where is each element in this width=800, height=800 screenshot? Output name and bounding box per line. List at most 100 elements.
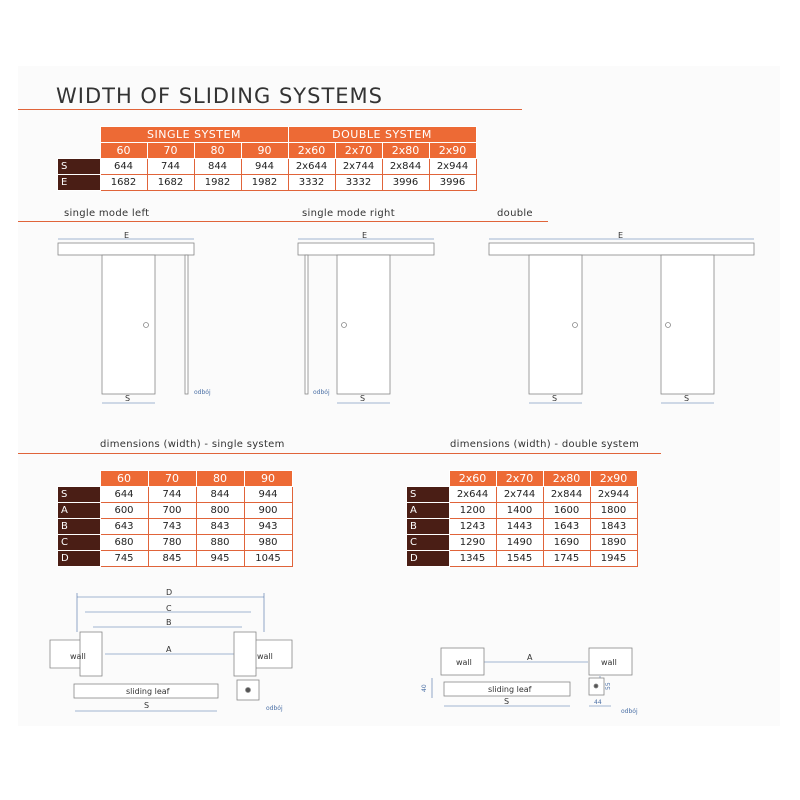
- table-cell: 3996: [381, 174, 430, 191]
- caption-single-mode-right: single mode right: [302, 208, 395, 219]
- label-sliding-leaf: sliding leaf: [488, 685, 532, 694]
- label-E: E: [124, 231, 129, 240]
- table-row: C 680 780 880 980: [57, 534, 293, 551]
- table-cell: 1745: [542, 550, 591, 567]
- row-label: E: [57, 174, 101, 191]
- label-44: 44: [594, 699, 602, 706]
- row-label: B: [57, 518, 101, 535]
- row-label: C: [406, 534, 450, 551]
- wall-right: [588, 647, 633, 676]
- table-cell: 2x944: [589, 486, 638, 503]
- table-row: S 644 744 844 944: [57, 486, 293, 503]
- double-dimensions-table: 2x60 2x70 2x80 2x90 S 2x644 2x744 2x844 …: [406, 470, 638, 567]
- table-row: B 643 743 843 943: [57, 518, 293, 535]
- title-rule: [18, 109, 522, 110]
- row-label: A: [57, 502, 101, 519]
- column-header: 2x90: [589, 470, 638, 487]
- frame-right: [233, 631, 257, 677]
- page-title: WIDTH OF SLIDING SYSTEMS: [56, 84, 383, 108]
- table-cell: 745: [99, 550, 149, 567]
- table-cell: 844: [193, 158, 242, 175]
- table-cell: 1045: [243, 550, 293, 567]
- table-cell: 2x644: [448, 486, 497, 503]
- label-S: S: [504, 697, 509, 706]
- table-cell: 1545: [495, 550, 544, 567]
- label-odboj: odbój: [194, 389, 211, 396]
- table-cell: 680: [99, 534, 149, 551]
- caption-double-dimensions: dimensions (width) - double system: [450, 439, 640, 450]
- dims-rule: [18, 453, 661, 454]
- frame-left: [79, 631, 103, 677]
- handle-icon: [143, 322, 149, 328]
- label-S: S: [684, 394, 689, 403]
- table-cell: 944: [243, 486, 293, 503]
- door-leaf-double-right: [660, 254, 715, 395]
- table-cell: 980: [243, 534, 293, 551]
- sliding-leaf-double: [443, 681, 571, 697]
- table-row: D 745 845 945 1045: [57, 550, 293, 567]
- table-cell: 1600: [542, 502, 591, 519]
- column-header: 2x70: [334, 142, 383, 159]
- table-cell: 1982: [193, 174, 242, 191]
- column-header: 80: [193, 142, 242, 159]
- column-header: 80: [195, 470, 245, 487]
- table-row: B 1243 1443 1643 1843: [406, 518, 638, 535]
- single-dimension-lines: [75, 593, 265, 712]
- stop-icon: [245, 687, 251, 693]
- row-label: D: [57, 550, 101, 567]
- table-cell: 2x744: [334, 158, 383, 175]
- row-label: B: [406, 518, 450, 535]
- label-sliding-leaf: sliding leaf: [126, 687, 170, 696]
- label-wall: wall: [257, 652, 273, 661]
- column-header: 2x90: [428, 142, 477, 159]
- label-S: S: [552, 394, 557, 403]
- label-wall: wall: [601, 658, 617, 667]
- table-cell: 1200: [448, 502, 497, 519]
- table-cell: 600: [99, 502, 149, 519]
- table-cell: 2x744: [495, 486, 544, 503]
- table-row: E 1682 1682 1982 1982 3332 3332 3996 399…: [57, 174, 477, 191]
- single-plan: [49, 631, 293, 701]
- table-cell: 843: [195, 518, 245, 535]
- rail-double: [488, 242, 755, 256]
- caption-single-mode-left: single mode left: [64, 208, 150, 219]
- table-cell: 2x844: [381, 158, 430, 175]
- label-wall: wall: [456, 658, 472, 667]
- table-cell: 1690: [542, 534, 591, 551]
- label-E: E: [362, 231, 367, 240]
- single-system-header: SINGLE SYSTEM: [99, 126, 289, 143]
- row-label: D: [406, 550, 450, 567]
- table-cell: 900: [243, 502, 293, 519]
- table-cell: 3996: [428, 174, 477, 191]
- label-A: A: [166, 645, 172, 654]
- row-label: S: [57, 486, 101, 503]
- table-cell: 1345: [448, 550, 497, 567]
- label-C: C: [166, 604, 172, 613]
- label-E: E: [618, 231, 623, 240]
- table-row: A 600 700 800 900: [57, 502, 293, 519]
- table-cell: 1945: [589, 550, 638, 567]
- table-cell: 1643: [542, 518, 591, 535]
- table-cell: 644: [99, 486, 149, 503]
- double-system-header: DOUBLE SYSTEM: [287, 126, 477, 143]
- column-header: 90: [240, 142, 289, 159]
- double-plan: [440, 647, 633, 697]
- table-cell: 1490: [495, 534, 544, 551]
- table-cell: 3332: [287, 174, 336, 191]
- table-cell: 744: [146, 158, 195, 175]
- row-label: C: [57, 534, 101, 551]
- label-A: A: [527, 653, 533, 662]
- label-S: S: [144, 701, 149, 710]
- table-row: S 644 744 844 944 2x644 2x744 2x844 2x94…: [57, 158, 477, 175]
- stop-left: [184, 254, 189, 395]
- table-row: D 1345 1545 1745 1945: [406, 550, 638, 567]
- table-cell: 1682: [146, 174, 195, 191]
- wall-left: [440, 647, 485, 676]
- label-odboj: odbój: [266, 705, 283, 712]
- label-odboj: odbój: [621, 708, 638, 715]
- caption-single-dimensions: dimensions (width) - single system: [100, 439, 285, 450]
- column-header: 90: [243, 470, 293, 487]
- table-cell: 700: [147, 502, 197, 519]
